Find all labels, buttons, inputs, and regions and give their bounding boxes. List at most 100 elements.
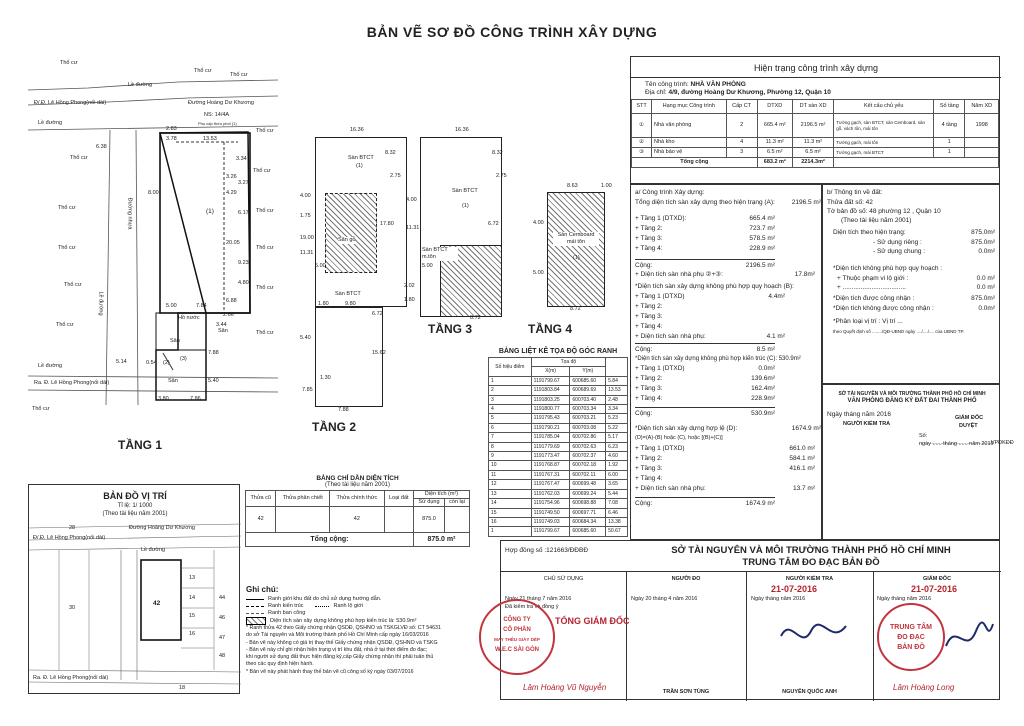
status-cell: 3 [725,147,758,158]
land-label: Thổ cư [256,128,274,134]
status-cell: 665.4 m² [756,113,793,138]
coord-cell: 600703.40 [569,394,607,406]
area-label: (1) [573,255,580,261]
floor-value: 13.7 m² [792,485,815,492]
land-recognized-value: 875.0m² [971,295,995,302]
coord-cell: 1191767.47 [530,479,571,490]
area-cell: 42 [244,506,277,533]
floor-label: + Tầng 2: [635,455,663,462]
status-header: Năm XD [964,99,999,114]
floor-row: + Tầng 2:723.7 m² [635,225,775,235]
dimension: 6.17 [238,210,249,216]
map-lot: 47 [219,635,226,641]
build-total-label: Tổng diện tích sàn xây dựng theo hiện tr… [635,199,775,206]
note-paragraph: * Bản vẽ này phát hành thay thế bản vẽ c… [246,668,414,675]
org-line1: SỞ TÀI NGUYÊN VÀ MÔI TRƯỜNG THÀNH PHỐ HỒ… [671,545,951,556]
land-plan-heading: *Diện tích không phù hợp quy hoạch : [833,265,943,272]
coord-cell: 7.08 [605,498,628,509]
land-label: Thổ cư [230,72,248,78]
floor-row: + Tầng 3:162.4m² [635,385,775,395]
dept-date: Ngày tháng năm 2016 [827,411,891,418]
coord-cell: 1191799.67 [530,526,571,537]
land-label: Thổ cư [253,168,271,174]
coord-table-block: BẢNG LIỆT KÊ TỌA ĐỘ GÓC RANH Số hiệu điể… [488,348,628,537]
build-sum-value: 2196.5 m² [745,262,775,269]
floor2-plan: 16.36 8.32 2.75 4.00 1.75 17.80 19.00 5.… [290,125,410,435]
dept-number-date: ngày ...... tháng ...... năm 2016 [919,441,994,447]
land-shared-label: - Sử dụng chung : [873,248,926,255]
dimension: 2.75 [390,173,401,179]
area-header: Sử dụng [412,498,446,507]
status-cell: 4 [725,137,758,148]
floor-row: + Tầng 1 (DTXD)0.0m² [635,365,775,375]
road-label: Lề đường [38,120,63,126]
dimension: 5.00 [422,263,433,269]
floor-row: + Tầng 4:228.9 m² [635,245,775,255]
land-source: (Theo tài liệu năm 2001) [841,217,912,224]
coord-cell: 1191773.47 [530,451,571,462]
land-shared-row: - Sử dụng chung :0.0m² [873,248,995,256]
note-paragraph: - Bản vẽ này chỉ ghi nhận hiện trạng vị … [246,646,428,653]
coord-cell: 3.34 [605,404,628,415]
notes-title: Ghi chú: [246,585,279,594]
status-cell: 4 tầng [933,113,966,138]
dimension: 8.32 [492,150,503,156]
coord-cell: 600703.21 [569,413,607,424]
dimension: 7.88 [338,407,349,413]
coord-cell: 5.22 [605,422,628,434]
checker-name: NGUYỄN QUỐC ANH [782,689,837,695]
dimension: 7.85 [302,387,313,393]
floor-label: + Diện tích sàn nhà phụ: [635,333,706,340]
status-cell [964,137,999,148]
dimension: 3.78 [166,136,177,142]
note-row: Ranh giới khu đất do chủ sử dụng hướng d… [246,596,486,603]
floor-label: + Diện tích sàn nhà phụ: [635,485,706,492]
surveyor-heading: NGƯỜI ĐO [671,576,701,582]
part-label: Sân [168,378,178,384]
status-total-dtxd: 683.2 m² [756,157,793,168]
area-header: Loại đất [383,490,414,507]
dimension: 8.63 [567,183,578,189]
dimension: 8.72 [470,315,481,321]
status-cell: Tường gạch, mái BTCT [833,147,935,158]
floor-label: + Tầng 2: [635,225,663,232]
map-street: Ra. Đ. Lê Hồng Phong(nối dài) [33,675,109,681]
dimension: 1.75 [300,213,311,219]
status-cell: 2196.5 m² [791,113,835,138]
land-zone: *Phân loại vị trí : Vị trí ... [833,318,903,325]
coord-cell: 600697.71 [569,507,607,518]
floor3-plan: 16.36 8.32 2.75 4.00 6.72 5.00 11.31 2.0… [400,125,510,325]
land-private-value: 875.0m² [971,239,995,246]
location-map-lines [29,523,241,685]
area-cell [444,506,470,533]
land-lot: Thửa đất số: 42 [827,199,873,206]
coord-table-title: BẢNG LIỆT KÊ TỌA ĐỘ GÓC RANH [498,348,618,355]
note-paragraph: khi người sử dụng đất thực hiện đăng ký,… [246,654,434,661]
dimension: 13.53 [203,136,217,142]
area-header: Thửa chính thức [329,490,385,507]
notes-block: Ghi chú: Ranh giới khu đất do chủ sử dụn… [246,585,486,676]
floor-label: + Tầng 4: [635,245,663,252]
coord-cell: 1191762.03 [530,488,571,500]
work-address-value: 4/9, đường Hoàng Dư Khương, Phường 12, Q… [668,89,831,96]
c-sum-value: 530.9m² [751,410,775,417]
dimension: 3.80 [158,396,169,402]
coord-header: Số hiệu điểm [488,357,532,377]
floor-label: + Tầng 3: [635,465,663,472]
floor-row: + Tầng 4: [635,475,815,485]
surveyor-name: TRẦN SƠN TÙNG [662,689,710,695]
dimension: 15.62 [372,350,386,356]
coord-cell: 50.67 [605,526,628,537]
floor-row: + Tầng 1 (DTXD)4.4m² [635,293,785,303]
coord-header: Tọa độ [530,356,607,368]
land-road-label: + Thuộc phạm vi lộ giới : [837,275,909,282]
area-table-title: BẢNG CHỈ DẪN DIỆN TÍCH [316,475,399,482]
floor-label: + Tầng 3: [635,235,663,242]
status-cell: ③ [630,147,653,158]
area-cell: 42 [329,506,385,533]
checker-heading: NGƯỜI KIỂM TRA [785,576,834,582]
owner-name: Lâm Hoàng Vũ Nguyễn [523,683,607,692]
